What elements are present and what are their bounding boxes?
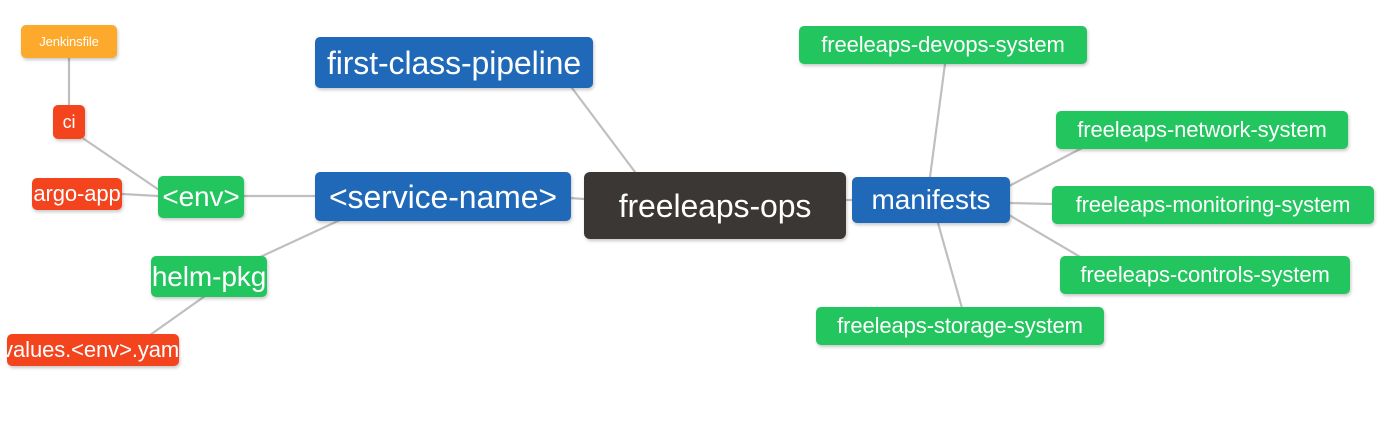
edge-helmpkg-servicename bbox=[256, 218, 342, 260]
node-manifests-label: manifests bbox=[871, 184, 991, 215]
node-values-yaml-label: values.<env>.yaml bbox=[2, 337, 184, 362]
node-freeleaps-devops-system[interactable]: freeleaps-devops-system bbox=[799, 26, 1087, 64]
node-jenkinsfile-label: Jenkinsfile bbox=[39, 34, 99, 49]
node-jenkinsfile[interactable]: Jenkinsfile bbox=[21, 25, 117, 58]
node-freeleaps-ops-root[interactable]: freeleaps-ops bbox=[584, 172, 846, 239]
node-first-class-pipeline-label: first-class-pipeline bbox=[326, 44, 582, 81]
node-freeleaps-controls-system[interactable]: freeleaps-controls-system bbox=[1060, 256, 1350, 294]
node-service-name[interactable]: <service-name> bbox=[315, 172, 571, 221]
node-helm-pkg[interactable]: helm-pkg bbox=[151, 256, 267, 297]
edge-argoapp-env bbox=[120, 192, 160, 198]
node-argo-app[interactable]: argo-app bbox=[32, 178, 122, 210]
node-first-class-pipeline[interactable]: first-class-pipeline bbox=[315, 37, 593, 88]
node-values-yaml[interactable]: values.<env>.yaml bbox=[2, 334, 184, 366]
edge-servicename-root bbox=[568, 196, 586, 201]
node-freeleaps-monitoring-system-label: freeleaps-monitoring-system bbox=[1075, 192, 1351, 217]
node-helm-pkg-label: helm-pkg bbox=[151, 260, 267, 292]
node-env-label: <env> bbox=[162, 181, 240, 212]
node-env[interactable]: <env> bbox=[158, 176, 244, 218]
node-manifests[interactable]: manifests bbox=[852, 177, 1010, 223]
node-service-name-label: <service-name> bbox=[328, 178, 558, 215]
edge-manifests-network bbox=[1007, 146, 1084, 188]
edge-firstclasspipeline-root bbox=[570, 86, 637, 174]
node-freeleaps-storage-system-label: freeleaps-storage-system bbox=[837, 313, 1083, 338]
node-ci[interactable]: ci bbox=[53, 105, 85, 139]
node-argo-app-label: argo-app bbox=[33, 181, 121, 206]
edge-manifests-devops bbox=[928, 62, 947, 179]
node-ci-label: ci bbox=[62, 112, 76, 132]
node-freeleaps-controls-system-label: freeleaps-controls-system bbox=[1080, 262, 1330, 287]
edge-manifests-monitoring bbox=[1007, 201, 1054, 206]
node-freeleaps-monitoring-system[interactable]: freeleaps-monitoring-system bbox=[1052, 186, 1374, 224]
node-freeleaps-ops-label: freeleaps-ops bbox=[618, 187, 812, 224]
node-freeleaps-network-system[interactable]: freeleaps-network-system bbox=[1056, 111, 1348, 149]
node-freeleaps-network-system-label: freeleaps-network-system bbox=[1077, 117, 1327, 142]
node-freeleaps-storage-system[interactable]: freeleaps-storage-system bbox=[816, 307, 1104, 345]
edge-valuesyaml-helmpkg bbox=[148, 294, 207, 337]
node-freeleaps-devops-system-label: freeleaps-devops-system bbox=[821, 32, 1065, 57]
edge-manifests-storage bbox=[936, 221, 964, 310]
